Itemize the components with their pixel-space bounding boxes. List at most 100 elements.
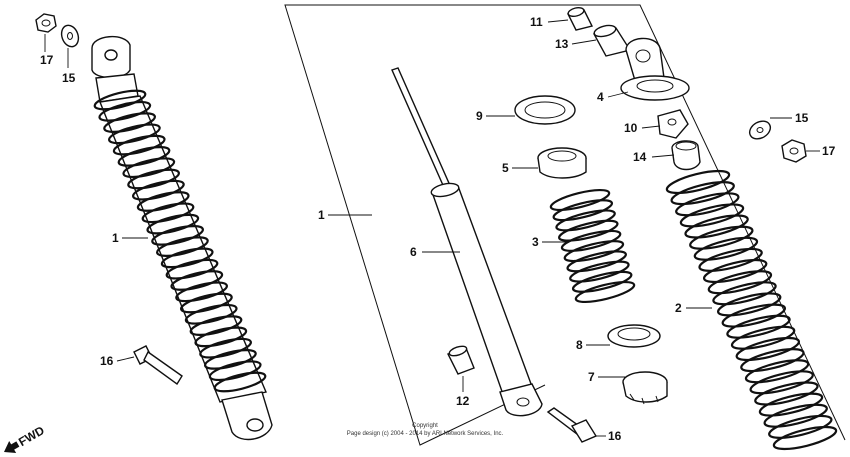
callout-6: 6 — [410, 245, 417, 259]
coil-turn — [735, 336, 801, 362]
copyright-line-1: Copyright — [412, 423, 438, 429]
callout-2: 2 — [675, 301, 682, 315]
callout-1-left: 1 — [112, 231, 119, 245]
coil-turn — [555, 209, 616, 232]
spring-adjuster-7 — [622, 371, 668, 405]
coil-turn — [549, 188, 611, 212]
coil-turn — [730, 325, 796, 350]
coil-turn — [93, 89, 147, 111]
coil-turn — [689, 225, 754, 250]
stop-rubber-14 — [671, 140, 701, 171]
callout-9: 9 — [476, 109, 483, 123]
washer-15-right — [748, 120, 772, 140]
lower-mount-eye — [221, 391, 273, 441]
coil-turn — [160, 247, 214, 269]
coil-turn — [552, 199, 614, 222]
coil-turn — [204, 349, 257, 370]
coil-turn — [716, 292, 782, 317]
callout-17-left: 17 — [40, 53, 54, 67]
coil-turn — [122, 157, 176, 179]
callout-14: 14 — [633, 150, 647, 164]
nut-17-right — [781, 139, 807, 163]
spring-2 — [665, 169, 838, 451]
upper-joint-4 — [620, 37, 690, 101]
coil-turn — [151, 225, 204, 246]
damper-unit-6 — [391, 67, 543, 417]
coil-turn — [569, 260, 630, 283]
coil-turn — [127, 168, 180, 190]
coil-turn — [194, 326, 248, 348]
callout-16-right: 16 — [608, 429, 622, 443]
copyright-line-2: Page design (c) 2004 - 2014 by ARI Netwo… — [347, 431, 504, 437]
coil-turn — [571, 270, 633, 293]
coil-turn — [721, 303, 787, 328]
spring-coils-left — [93, 89, 267, 393]
coil-turn — [156, 236, 209, 257]
assembled-shock-left — [91, 36, 273, 441]
coil-turn — [675, 192, 740, 217]
coil-turn — [670, 181, 735, 206]
bolt-16-right — [546, 407, 598, 443]
coil-turn — [112, 134, 166, 156]
assembly-frame — [284, 4, 846, 446]
coil-turn — [180, 292, 233, 314]
coil-turn — [208, 360, 262, 382]
bushing-12 — [447, 345, 475, 375]
bushing-13 — [592, 24, 632, 57]
coil-turn — [758, 392, 824, 417]
spring-3 — [549, 188, 636, 304]
callout-16-left: 16 — [100, 354, 114, 368]
coil-turn — [558, 219, 619, 242]
coil-turn — [772, 425, 838, 451]
coil-turn — [189, 315, 243, 336]
nut-17-left — [35, 13, 57, 33]
callout-7: 7 — [588, 370, 595, 384]
fwd-label: FWD — [16, 423, 47, 449]
coil-turn — [170, 270, 224, 291]
callout-1-frame: 1 — [318, 208, 325, 222]
coil-turn — [740, 348, 805, 373]
callout-3: 3 — [532, 235, 539, 249]
coil-turn — [117, 146, 171, 167]
coil-turn — [98, 100, 152, 122]
coil-turn — [132, 179, 185, 201]
callout-4: 4 — [597, 90, 604, 104]
washer-9 — [514, 95, 576, 125]
coil-turn — [213, 371, 267, 393]
callout-13: 13 — [555, 37, 569, 51]
coil-turn — [146, 213, 200, 235]
coil-turn — [560, 229, 622, 252]
coil-turn — [749, 370, 814, 395]
callout-15-right: 15 — [795, 111, 809, 125]
stopper-10 — [657, 109, 689, 139]
spring-seat-8 — [607, 324, 661, 348]
coil-turn — [665, 169, 731, 195]
coil-turn — [136, 191, 190, 212]
callout-17-right: 17 — [822, 144, 836, 158]
coil-turn — [563, 240, 625, 263]
coil-turn — [566, 250, 627, 273]
leader-lines — [44, 19, 820, 437]
bolt-16-left — [133, 345, 183, 386]
coil-turn — [744, 359, 810, 384]
coil-turn — [763, 403, 828, 428]
coil-turn — [702, 258, 768, 284]
callout-12: 12 — [456, 394, 470, 408]
coil-turn — [103, 112, 156, 133]
callout-15-left: 15 — [62, 71, 76, 85]
coil-turn — [693, 236, 759, 261]
coil-turn — [768, 414, 833, 439]
coil-turn — [141, 202, 195, 224]
coil-turn — [108, 123, 161, 145]
coil-turn — [165, 258, 219, 280]
spring-seat-5 — [537, 147, 587, 179]
coil-turn — [574, 280, 636, 304]
callout-11: 11 — [530, 15, 543, 29]
coil-turn — [175, 281, 228, 303]
fwd-arrow-icon: FWD — [4, 423, 47, 454]
collar-11 — [566, 6, 594, 31]
coil-turn — [726, 314, 791, 339]
coil-turn — [712, 281, 777, 306]
callout-8: 8 — [576, 338, 583, 352]
